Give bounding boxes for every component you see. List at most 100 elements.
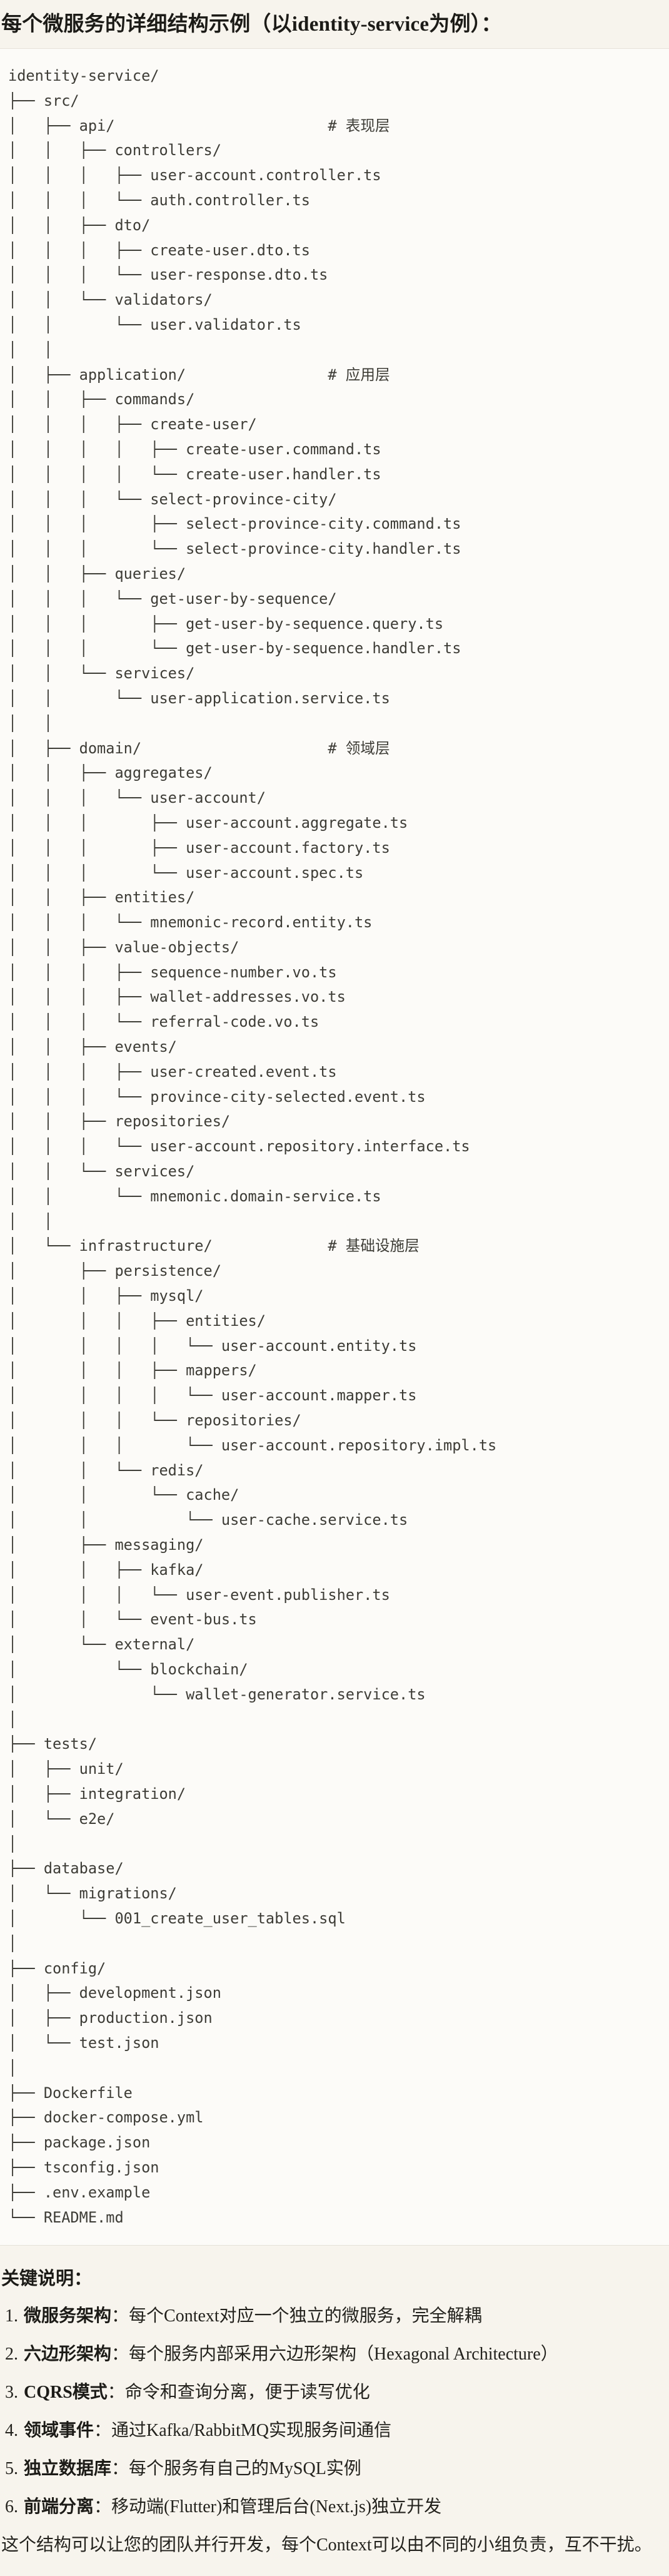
- tree-line: │ ├── domain/ # 领域层: [8, 739, 390, 757]
- note-number: 5.: [5, 2459, 18, 2479]
- tree-line: │ │ ├── events/: [8, 1038, 177, 1056]
- tree-line: │ └── infrastructure/ # 基础设施层: [8, 1237, 420, 1255]
- note-number: 3.: [5, 2383, 18, 2403]
- tree-line: │ │ ├── repositories/: [8, 1112, 231, 1131]
- tree-line: │ │ └── redis/: [8, 1461, 204, 1479]
- tree-line: │ │ │ │ └── create-user.handler.ts: [8, 465, 381, 483]
- tree-line: │ │ │ └── select-province-city/: [8, 490, 337, 508]
- tree-line: │ │ │ └── user-account/: [8, 789, 266, 807]
- tree-line: │ └── migrations/: [8, 1885, 177, 1903]
- tree-line: ├── docker-compose.yml: [8, 2109, 204, 2127]
- note-text: ：命令和查询分离，便于读写优化: [107, 2383, 370, 2403]
- tree-line: │ │ │ ├── create-user/: [8, 415, 257, 434]
- note-label: CQRS模式: [24, 2383, 108, 2403]
- note-number: 6.: [5, 2497, 18, 2517]
- note-item: 6. 前端分离：移动端(Flutter)和管理后台(Next.js)独立开发: [5, 2495, 660, 2518]
- tree-line: │ ├── messaging/: [8, 1536, 204, 1554]
- tree-line: ├── tests/: [8, 1735, 98, 1753]
- note-item: 4. 领域事件：通过Kafka/RabbitMQ实现服务间通信: [5, 2419, 660, 2442]
- tree-line: │ │ │ ├── user-created.event.ts: [8, 1062, 337, 1081]
- tree-line: │ │ │ ├── user-account.aggregate.ts: [8, 813, 408, 832]
- note-label: 微服务架构: [24, 2306, 112, 2326]
- tree-line: │ │ │ └── referral-code.vo.ts: [8, 1013, 319, 1031]
- notes-heading: 关键说明：: [1, 2269, 93, 2289]
- tree-line: │ │ └── validators/: [8, 291, 213, 309]
- tree-line: │ │ ├── commands/: [8, 390, 195, 409]
- tree-line: │ └── blockchain/: [8, 1661, 248, 1678]
- tree-line: │ │: [8, 340, 53, 359]
- note-text: ：通过Kafka/RabbitMQ实现服务间通信: [94, 2421, 391, 2441]
- tree-line: │ │ └── event-bus.ts: [8, 1611, 257, 1629]
- tree-line: │ │ │ ├── mappers/: [8, 1362, 257, 1380]
- note-number: 4.: [5, 2421, 18, 2441]
- tree-line: │ │ ├── value-objects/: [8, 938, 239, 956]
- tree-line: identity-service/: [8, 67, 159, 84]
- note-item: 5.独立数据库：每个服务有自己的MySQL实例: [5, 2457, 660, 2480]
- note-text: ：移动端(Flutter)和管理后台(Next.js)独立开发: [94, 2497, 442, 2517]
- tree-line: ├── config/: [8, 1959, 106, 1977]
- tree-line: │ ├── application/ # 应用层: [8, 365, 390, 384]
- tree-line: │ └── e2e/: [8, 1810, 115, 1828]
- tree-line: │ │ ├── controllers/: [8, 141, 221, 160]
- tree-line: │ ├── production.json: [8, 2009, 213, 2027]
- tree-line: │ │ └── user-application.service.ts: [8, 689, 390, 707]
- tree-line: │ │ ├── mysql/: [8, 1287, 204, 1305]
- tree-line: │ │ ├── entities/: [8, 888, 195, 907]
- footer-note: 这个结构可以让您的团队并行开发，每个Context可以由不同的小组负责，互不干扰…: [1, 2535, 652, 2555]
- note-label: 领域事件: [24, 2421, 94, 2441]
- note-label: 六边形架构: [24, 2344, 112, 2365]
- note-text: ：每个服务内部采用六边形架构（Hexagonal Architecture）: [111, 2344, 558, 2365]
- tree-line: │: [8, 1835, 18, 1853]
- tree-line: │ │ │ ├── wallet-addresses.vo.ts: [8, 988, 346, 1006]
- tree-line: │ │ ├── dto/: [8, 216, 151, 234]
- tree-line: │: [8, 1934, 18, 1952]
- tree-line: │ └── test.json: [8, 2034, 159, 2052]
- tree-line: │ ├── development.json: [8, 1984, 221, 2002]
- note-label: 前端分离: [24, 2497, 94, 2517]
- tree-line: ├── tsconfig.json: [8, 2158, 159, 2176]
- tree-line: │ │: [8, 714, 53, 732]
- notes-section: 关键说明： 1.微服务架构：每个Context对应一个独立的微服务，完全解耦 2…: [0, 2246, 669, 2572]
- tree-line: │ │ │ └── repositories/: [8, 1412, 301, 1430]
- notes-list: 1.微服务架构：每个Context对应一个独立的微服务，完全解耦 2.六边形架构…: [1, 2304, 660, 2518]
- tree-line: ├── src/: [8, 91, 79, 109]
- note-number: 2.: [5, 2344, 18, 2365]
- tree-line: │ ├── api/ # 表现层: [8, 116, 390, 135]
- tree-line: │ │ │ └── user-account.spec.ts: [8, 863, 364, 882]
- tree-line: │ │ │ ├── get-user-by-sequence.query.ts: [8, 614, 444, 633]
- tree-line: │ │ │ └── auth.controller.ts: [8, 191, 310, 209]
- tree-line: │ └── external/: [8, 1636, 195, 1654]
- tree-line: │ └── 001_create_user_tables.sql: [8, 1909, 346, 1927]
- tree-line: │ │ │ │ └── user-account.entity.ts: [8, 1336, 417, 1355]
- note-label: 独立数据库: [24, 2459, 112, 2479]
- tree-line: │ │ │ ├── user-account.controller.ts: [8, 166, 381, 185]
- tree-line: │ │ └── mnemonic.domain-service.ts: [8, 1187, 381, 1205]
- page-title: 每个微服务的详细结构示例（以identity-service为例）：: [1, 13, 502, 36]
- tree-line: │ │ └── services/: [8, 664, 195, 683]
- tree-line: │ │ └── cache/: [8, 1486, 239, 1504]
- tree-line: │: [8, 1710, 18, 1728]
- tree-line: │ │ │ ├── select-province-city.command.t…: [8, 515, 461, 533]
- tree-line: │ └── wallet-generator.service.ts: [8, 1685, 426, 1703]
- note-number: 1.: [5, 2306, 18, 2326]
- tree-line: │ ├── persistence/: [8, 1262, 221, 1280]
- note-item: 2. 六边形架构：每个服务内部采用六边形架构（Hexagonal Architec…: [5, 2343, 660, 2366]
- tree-line: │ │ │ └── user-response.dto.ts: [8, 266, 328, 284]
- tree-line: │ │ │ └── user-account.repository.interf…: [8, 1138, 470, 1156]
- tree-line: │ │ │ └── get-user-by-sequence.handler.t…: [8, 639, 461, 658]
- tree-line: │ │ │ └── mnemonic-record.entity.ts: [8, 914, 373, 932]
- file-tree: identity-service/ ├── src/ │ ├── api/ # 表现…: [8, 64, 663, 2230]
- tree-line: └── README.md: [8, 2208, 124, 2226]
- note-item: 1.微服务架构：每个Context对应一个独立的微服务，完全解耦: [5, 2304, 660, 2328]
- tree-line: │ │ ├── queries/: [8, 564, 186, 583]
- tree-line: │ │ │ ├── entities/: [8, 1311, 266, 1330]
- tree-line: │ │ └── user-cache.service.ts: [8, 1511, 408, 1529]
- tree-line: │ │ │ └── province-city-selected.event.t…: [8, 1087, 426, 1106]
- tree-line: │ ├── unit/: [8, 1760, 124, 1778]
- tree-line: │ │ │ └── user-account.repository.impl.t…: [8, 1436, 497, 1454]
- tree-line: │ │ ├── kafka/: [8, 1560, 204, 1579]
- tree-line: │: [8, 2059, 18, 2077]
- tree-line: │ │ │ │ ├── create-user.command.ts: [8, 440, 381, 458]
- tree-line: │ │ │ └── select-province-city.handler.t…: [8, 540, 461, 558]
